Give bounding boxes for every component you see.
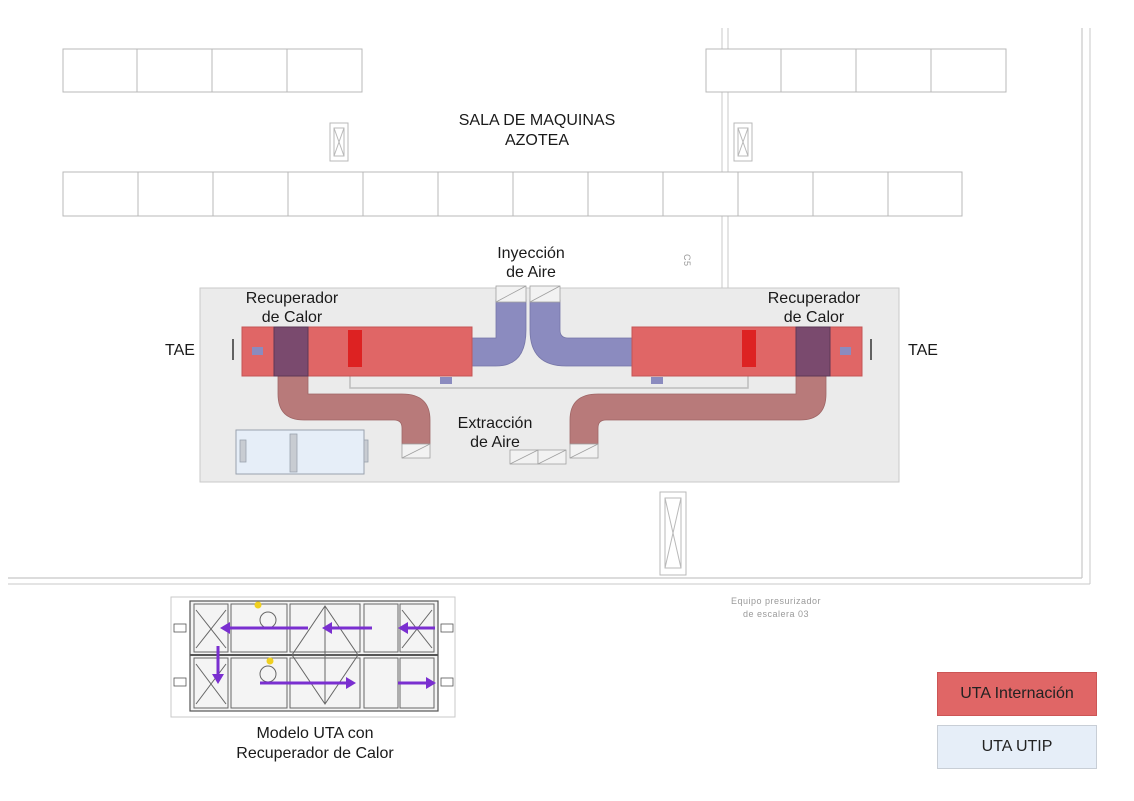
- tae-left-label: TAE: [165, 342, 195, 359]
- panel-row-middle: [62, 171, 963, 217]
- recuperador-right-line2: de Calor: [784, 309, 845, 326]
- damper-left: [348, 330, 362, 367]
- recuperador-left-line1: Recuperador: [246, 290, 339, 307]
- pressurizer-note-line1: Equipo presurizador: [731, 596, 821, 606]
- stair-pressurizer-vent: [659, 491, 687, 576]
- inyeccion-label-line2: de Aire: [506, 264, 556, 281]
- piping: [349, 376, 749, 389]
- room-title-line2: AZOTEA: [505, 132, 569, 149]
- extract-duct-left: [277, 375, 431, 445]
- uta-unit-right: [631, 326, 872, 384]
- supply-grilles: [495, 285, 561, 303]
- damper-right: [742, 330, 756, 367]
- uta-flow-arrows: [212, 622, 436, 689]
- uta-unit-left: [232, 326, 473, 384]
- heat-recovery-left: [273, 326, 309, 377]
- recuperador-right-line1: Recuperador: [768, 290, 861, 307]
- legend-uta-utip: UTA UTIP: [937, 725, 1097, 769]
- inyeccion-label-line1: Inyección: [497, 245, 565, 262]
- recuperador-left-line2: de Calor: [262, 309, 323, 326]
- extraccion-label-line1: Extracción: [458, 415, 533, 432]
- heat-recovery-right: [795, 326, 831, 377]
- model-caption-line1: Modelo UTA con: [256, 725, 373, 742]
- extract-duct-right: [569, 375, 827, 445]
- tae-right-label: TAE: [908, 342, 938, 359]
- legend-uta-internacion-label: UTA Internación: [960, 685, 1074, 702]
- panel-row-top-right: [705, 48, 1007, 93]
- legend-uta-internacion: UTA Internación: [937, 672, 1097, 716]
- uta-model-drawing: [170, 596, 456, 718]
- roof-vent-left: [329, 122, 349, 162]
- pressurizer-note-line2: de escalera 03: [743, 609, 809, 619]
- extraccion-label-line2: de Aire: [470, 434, 520, 451]
- roof-vent-right: [733, 122, 753, 162]
- panel-row-top-left: [62, 48, 363, 93]
- extract-grilles: [401, 443, 599, 465]
- vertical-code-label: C5: [682, 254, 692, 267]
- legend-uta-utip-label: UTA UTIP: [981, 738, 1053, 755]
- model-caption-line2: Recuperador de Calor: [236, 745, 394, 762]
- room-title-line1: SALA DE MAQUINAS: [459, 112, 616, 129]
- uta-utip-unit: [235, 429, 369, 475]
